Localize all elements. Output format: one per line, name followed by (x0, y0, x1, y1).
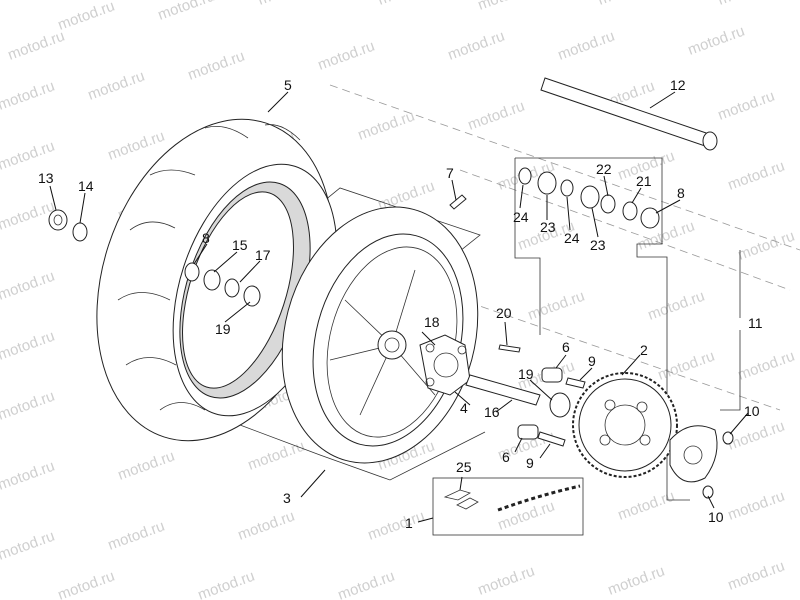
callout-18: 18 (424, 314, 440, 330)
watermark-text: motod.ru (446, 28, 507, 64)
watermark-text: motod.ru (6, 28, 67, 64)
watermark-text: motod.ru (116, 448, 177, 484)
callout-8-right: 8 (677, 185, 685, 201)
watermark-text: motod.ru (256, 0, 317, 9)
callout-17: 17 (255, 247, 271, 263)
watermark-text: motod.ru (156, 0, 217, 24)
watermark-text: motod.ru (356, 108, 417, 144)
watermark-text: motod.ru (106, 128, 167, 164)
watermark-text: motod.ru (476, 563, 537, 599)
watermark-text: motod.ru (526, 288, 587, 324)
watermark-text: motod.ru (246, 438, 307, 474)
watermark-text: motod.ru (726, 158, 787, 194)
wheel-axle (540, 77, 718, 151)
callout-8-left: 8 (202, 230, 210, 246)
callout-22: 22 (596, 161, 612, 177)
watermark-text: motod.ru (726, 488, 787, 524)
leader-lines (49, 91, 749, 523)
callout-14: 14 (78, 178, 94, 194)
callout-15: 15 (232, 237, 248, 253)
callout-21: 21 (636, 173, 652, 189)
callout-6-top: 6 (562, 339, 570, 355)
callout-2: 2 (640, 342, 648, 358)
watermark-text: motod.ru (56, 568, 117, 600)
sprocket-carrier (669, 425, 718, 483)
callout-16: 16 (484, 404, 500, 420)
watermark-text: motod.ru (106, 518, 167, 554)
callout-23-b: 23 (590, 237, 606, 253)
callout-9-bottom: 9 (526, 455, 534, 471)
watermark-text: motod.ru (0, 138, 57, 174)
callout-7: 7 (446, 165, 454, 181)
callout-24-a: 24 (513, 209, 529, 225)
watermark-text: motod.ru (606, 563, 667, 599)
watermark-text: motod.ru (0, 268, 57, 304)
watermark-text: motod.ru (726, 558, 787, 594)
watermark-text: motod.ru (556, 28, 617, 64)
watermark-text: motod.ru (336, 568, 397, 600)
small-parts (48, 167, 734, 499)
callout-19-right: 19 (518, 366, 534, 382)
watermark-text: motod.ru (0, 198, 57, 234)
callout-6-bottom: 6 (502, 449, 510, 465)
callout-20: 20 (496, 305, 512, 321)
watermark-text: motod.ru (716, 88, 777, 124)
callout-13: 13 (38, 170, 54, 186)
callout-1: 1 (405, 515, 413, 531)
watermark-text: motod.ru (366, 508, 427, 544)
watermark-text: motod.ru (716, 0, 777, 9)
watermark-text: motod.ru (476, 0, 537, 14)
callout-23-a: 23 (540, 219, 556, 235)
callout-9-top: 9 (588, 353, 596, 369)
callouts: 5 13 14 8 15 17 19 7 12 24 23 24 23 22 2… (38, 77, 763, 531)
watermark-text: motod.ru (736, 348, 797, 384)
callout-10-top: 10 (744, 403, 760, 419)
callout-5: 5 (284, 77, 292, 93)
watermark-text: motod.ru (0, 528, 57, 564)
watermark-text: motod.ru (376, 0, 437, 9)
watermark-text: motod.ru (656, 348, 717, 384)
wheel-rim (281, 206, 479, 464)
watermark-text: motod.ru (236, 508, 297, 544)
callout-24-b: 24 (564, 230, 580, 246)
watermark-text: motod.ru (186, 48, 247, 84)
callout-3: 3 (283, 490, 291, 506)
spacer-tube (465, 374, 541, 406)
watermark-text: motod.ru (646, 288, 707, 324)
watermark-text: motod.ru (0, 388, 57, 424)
callout-19-left: 19 (215, 321, 231, 337)
watermark-text: motod.ru (316, 38, 377, 74)
callout-11: 11 (748, 315, 763, 331)
watermark-text: motod.ru (86, 68, 147, 104)
callout-12: 12 (670, 77, 686, 93)
watermark-text: motod.ru (0, 328, 57, 364)
callout-25: 25 (456, 459, 472, 475)
watermark-text: motod.ru (596, 0, 657, 9)
rear-sprocket (572, 372, 678, 478)
watermark-text: motod.ru (0, 78, 57, 114)
watermark-text: motod.ru (686, 23, 747, 59)
watermark-text: motod.ru (0, 458, 57, 494)
watermark-text: motod.ru (726, 418, 787, 454)
drive-chain (443, 484, 581, 512)
watermark-text: motod.ru (56, 0, 117, 34)
watermark-text: motod.ru (196, 568, 257, 600)
watermark-text: motod.ru (496, 498, 557, 534)
cush-drive-hub (419, 334, 471, 396)
callout-4: 4 (460, 400, 468, 416)
callout-10-bottom: 10 (708, 509, 724, 525)
watermark-text: motod.ru (616, 488, 677, 524)
watermark-text: motod.ru (466, 98, 527, 134)
